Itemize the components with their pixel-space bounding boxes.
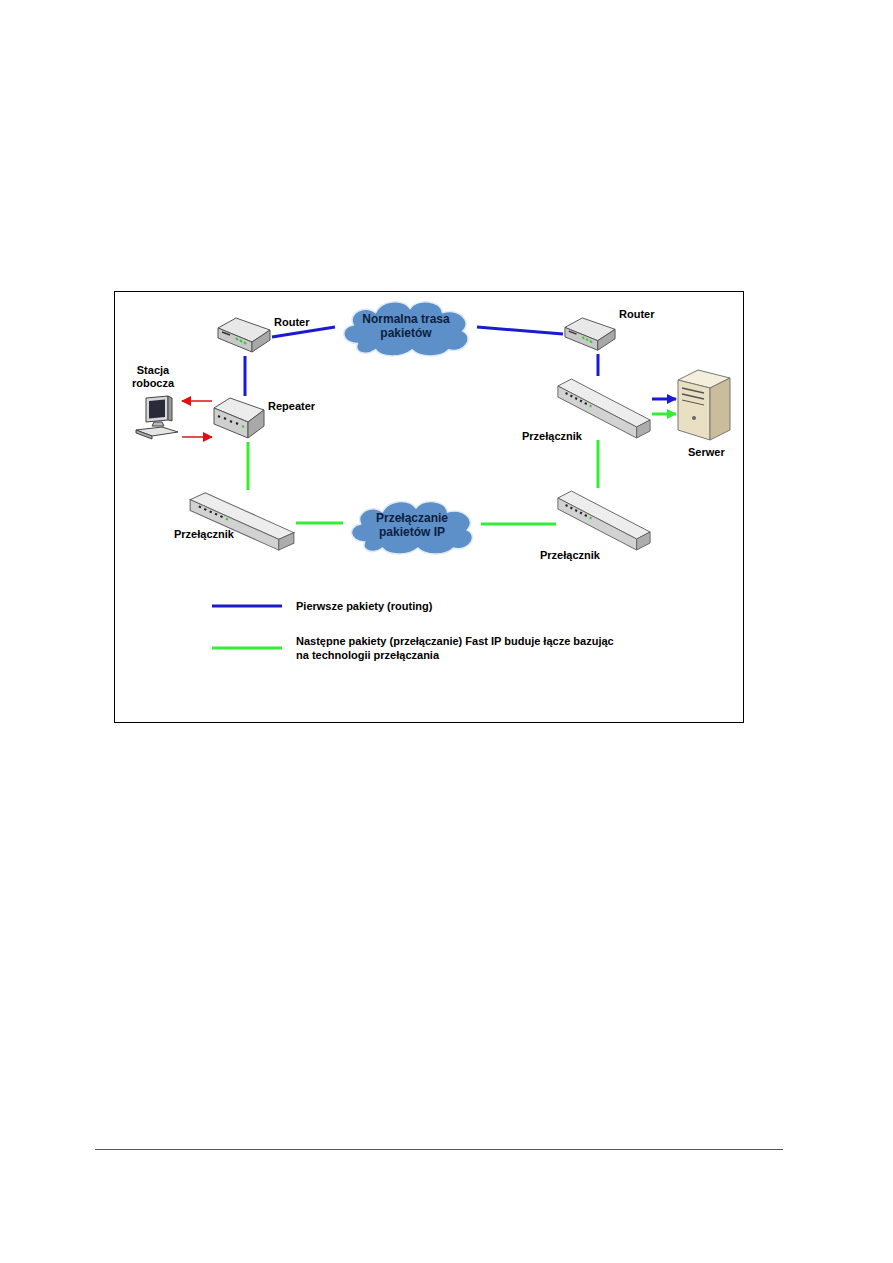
network-link (182, 436, 212, 438)
device-label: Router (274, 316, 309, 329)
legend-line-sample (212, 647, 282, 650)
network-link (296, 522, 343, 525)
server-icon: Serwer (676, 368, 732, 442)
cloud-label: Przełączanie pakietów IP (363, 512, 461, 540)
server-icon-shape (676, 368, 732, 442)
repeater-icon-shape (212, 396, 266, 442)
router-icon-shape (563, 316, 617, 354)
device-label: Stacja robocza (122, 364, 184, 390)
repeater-icon: Repeater (212, 396, 266, 442)
network-link (652, 413, 676, 416)
network-link (652, 398, 676, 401)
switch-icon: Przełącznik (556, 376, 652, 440)
network-link (481, 523, 556, 526)
network-link (272, 327, 335, 337)
device-label: Przełącznik (540, 549, 600, 562)
router-icon: Router (216, 316, 272, 356)
network-cloud: Normalna trasa pakietów (335, 296, 477, 358)
workstation-icon-shape (132, 394, 182, 442)
legend-text: Pierwsze pakiety (routing) (296, 599, 656, 613)
network-link (597, 354, 600, 376)
switch-icon: Przełącznik (188, 490, 296, 552)
network-link (182, 400, 212, 402)
switch-icon-shape (556, 488, 652, 552)
switch-icon-shape (188, 490, 296, 552)
switch-icon: Przełącznik (556, 488, 652, 552)
network-link (477, 327, 563, 334)
network-cloud: Przełączanie pakietów IP (343, 496, 481, 556)
legend-text: Następne pakiety (przełączanie) Fast IP … (296, 634, 626, 663)
device-label: Repeater (268, 400, 315, 413)
router-icon-shape (216, 316, 272, 356)
device-label: Przełącznik (174, 528, 234, 541)
cloud-label: Normalna trasa pakietów (355, 313, 457, 341)
network-link (244, 356, 247, 396)
router-icon: Router (563, 316, 617, 354)
network-link (597, 440, 600, 488)
legend-line-sample (212, 605, 282, 608)
network-link (247, 442, 250, 490)
device-label: Przełącznik (522, 430, 582, 443)
page-rule (95, 1149, 783, 1150)
device-label: Router (619, 308, 654, 321)
device-label: Serwer (688, 446, 725, 459)
workstation-icon: Stacja robocza (132, 394, 182, 442)
